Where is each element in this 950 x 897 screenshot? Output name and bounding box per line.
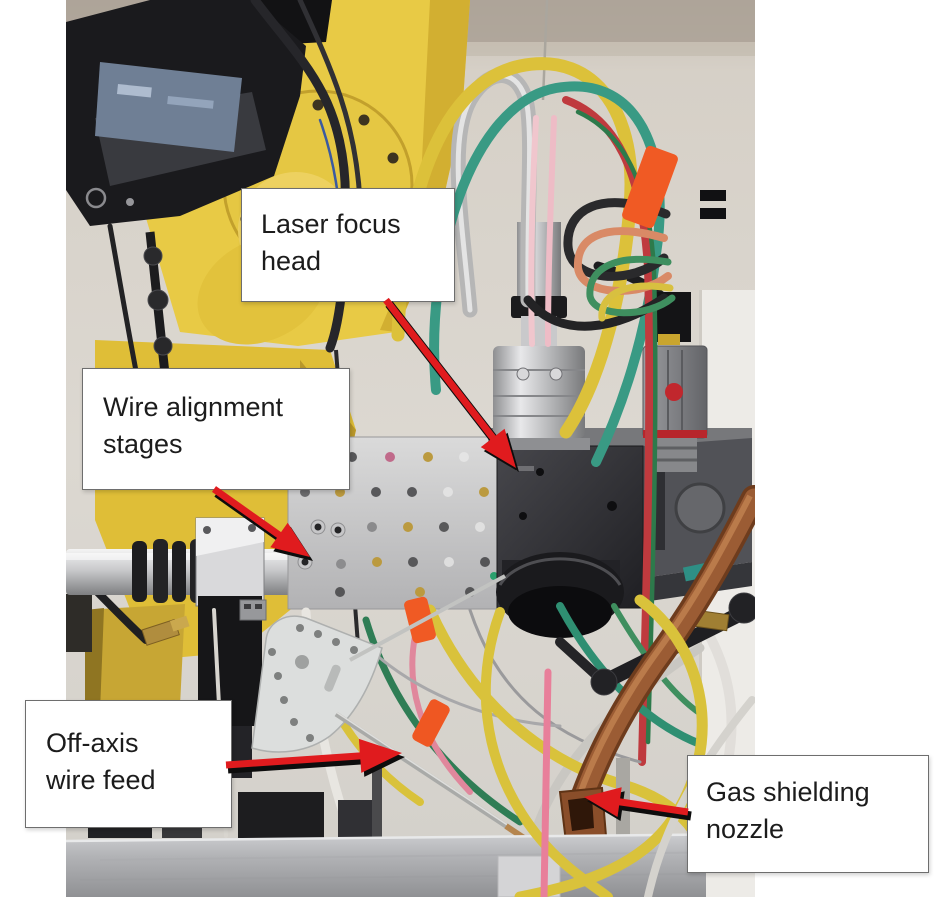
process-camera — [66, 0, 332, 226]
label-off-axis-wire-feed-text: Off-axis wire feed — [46, 728, 156, 795]
wire-feed-sector-plate — [251, 615, 383, 753]
label-off-axis-wire-feed: Off-axis wire feed — [25, 700, 232, 828]
wall-bracket — [700, 190, 726, 201]
camera-brand-logo — [665, 383, 683, 401]
overhead-cables — [391, 57, 676, 766]
label-gas-shielding-nozzle: Gas shielding nozzle — [687, 755, 929, 873]
label-laser-focus-head-text: Laser focus head — [261, 209, 401, 276]
label-laser-focus-head: Laser focus head — [241, 188, 455, 302]
label-wire-alignment-stages: Wire alignment stages — [82, 368, 350, 490]
camera-screen — [95, 62, 242, 152]
label-gas-shielding-nozzle-text: Gas shielding nozzle — [706, 777, 870, 844]
label-wire-alignment-stages-text: Wire alignment stages — [103, 392, 284, 459]
support-rod — [349, 574, 506, 662]
velcro-wrap — [622, 145, 678, 229]
